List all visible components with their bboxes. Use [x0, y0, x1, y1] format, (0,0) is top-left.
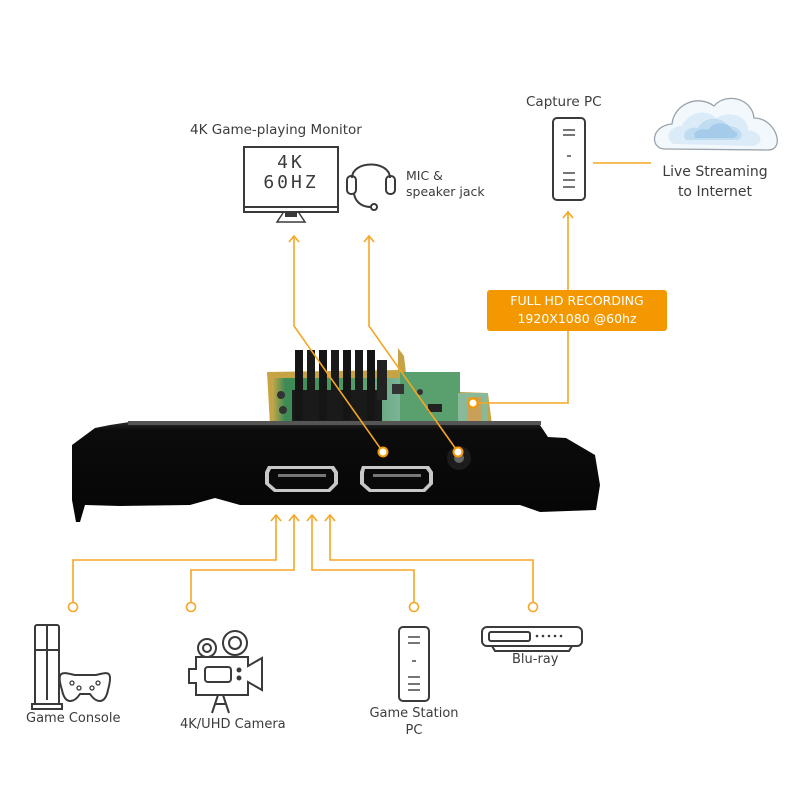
- mic-label-line1: MIC &: [406, 168, 443, 183]
- camera-connector: [190, 515, 295, 602]
- headset-icon: [346, 163, 396, 211]
- input-label-game-station-line1: Game Station: [369, 706, 459, 721]
- hdmi-input-port: [265, 466, 338, 492]
- bluray-player-icon: [481, 626, 583, 652]
- arrow-head: [363, 234, 375, 243]
- connector-endpoint: [408, 601, 420, 613]
- arrow-head: [306, 513, 318, 522]
- arrow-head: [288, 513, 300, 522]
- capture-pc-connector: [478, 212, 569, 404]
- recording-badge-line1: FULL HD RECORDING: [510, 293, 644, 308]
- monitor-title: 4K Game-playing Monitor: [190, 122, 362, 138]
- monitor-refresh-rate: 60HZ: [263, 172, 319, 193]
- streaming-label-line2: to Internet: [677, 184, 753, 200]
- port-marker-hdmi-out: [377, 446, 389, 458]
- input-label-game-station-line2: PC: [405, 722, 423, 738]
- monitor-connector: [293, 236, 384, 453]
- game-station-connector: [311, 515, 415, 602]
- pc-tower-icon: [398, 626, 430, 702]
- video-camera-icon: [188, 630, 263, 714]
- arrow-head: [270, 513, 282, 522]
- cloud-icon: [653, 97, 778, 151]
- input-label-bluray: Blu-ray: [512, 652, 559, 667]
- hdmi-output-port: [360, 466, 433, 492]
- pc-tower-icon: [552, 117, 586, 201]
- monitor-screen-text: 4K 60HZ: [244, 153, 338, 193]
- monitor-icon: [243, 146, 339, 223]
- bluray-connector: [329, 515, 534, 602]
- arrow-head: [324, 513, 336, 522]
- mic-label-line2: speaker jack: [406, 184, 485, 200]
- streaming-label: Live Streaming to Internet: [650, 162, 780, 202]
- connector-endpoint: [185, 601, 197, 613]
- arrow-head: [562, 210, 574, 219]
- mic-connector: [368, 236, 459, 453]
- game-console-connector: [72, 515, 277, 602]
- streaming-label-line1: Live Streaming: [662, 164, 768, 180]
- port-marker-audio: [452, 446, 464, 458]
- mic-label: MIC & speaker jack: [406, 168, 485, 201]
- recording-badge-line2: 1920X1080 @60hz: [517, 311, 637, 326]
- monitor-resolution: 4K: [277, 152, 305, 173]
- recording-badge: FULL HD RECORDING 1920X1080 @60hz: [487, 290, 667, 331]
- capture-pc-title: Capture PC: [526, 94, 602, 110]
- input-label-camera: 4K/UHD Camera: [180, 717, 286, 732]
- input-label-game-station: Game Station PC: [358, 706, 470, 740]
- input-label-game-console: Game Console: [26, 711, 121, 726]
- connector-endpoint: [527, 601, 539, 613]
- port-marker-pcie: [467, 397, 479, 409]
- connector-endpoint: [67, 601, 79, 613]
- game-console-icon: [31, 624, 112, 710]
- arrow-head: [288, 234, 300, 243]
